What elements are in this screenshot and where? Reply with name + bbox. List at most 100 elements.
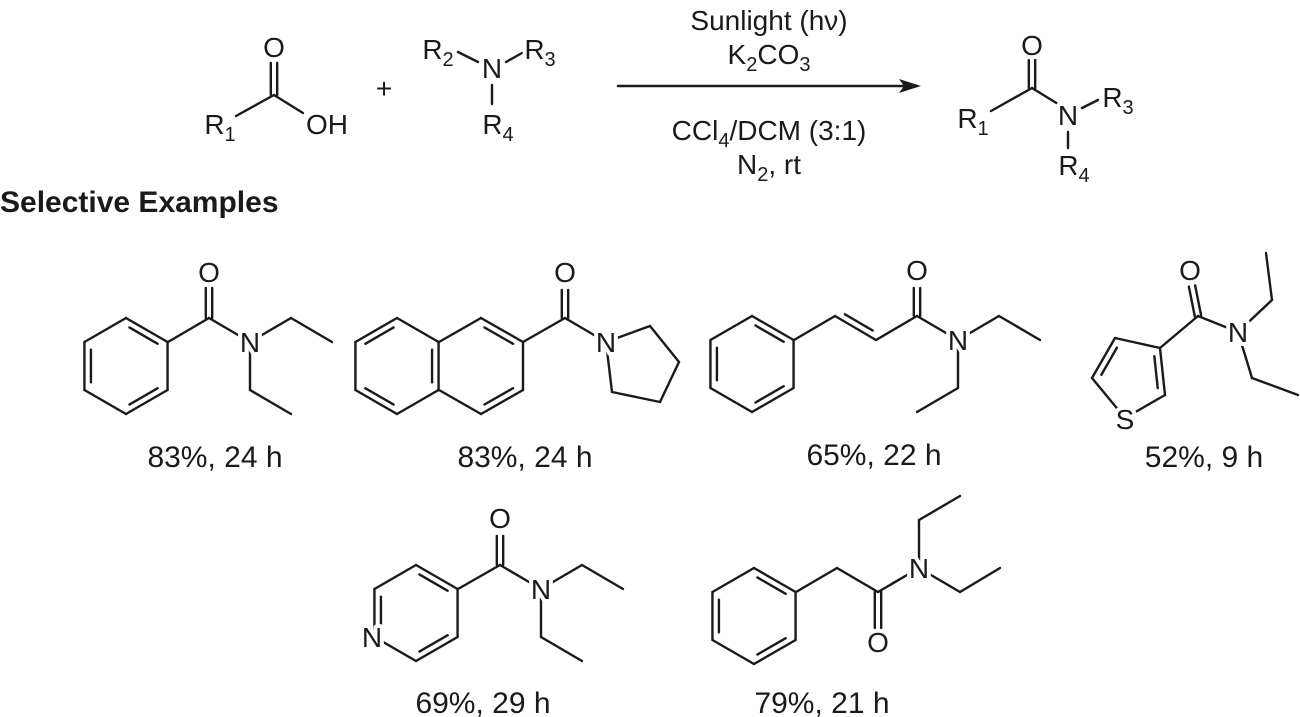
oxygen-label: O [554,257,576,288]
bond [915,314,960,342]
bond [124,316,169,344]
oxygen-label: O [867,627,889,658]
bond [874,314,919,342]
bond [248,316,293,344]
bond [83,388,128,416]
bond [207,316,252,344]
bond [539,563,584,591]
bond [456,563,502,591]
bond [610,390,662,404]
bond [418,573,449,592]
nitrogen-label: N [948,325,968,356]
bond [1250,376,1300,397]
bond [128,326,159,345]
bond [289,316,334,344]
bond [373,563,418,591]
bond [754,324,785,343]
example-naphthyl-pyrrolidinyl-methanone: O N 83%, 24 h [457,253,620,474]
bond [750,314,795,342]
r3-label: R3 [1102,82,1133,119]
example-diethylcinnamamide: O N 65%, 22 h [806,251,972,472]
nitrogen-label: N [1058,100,1078,131]
bond [997,314,1042,342]
bond [456,50,480,64]
yield-label: 79%, 21 h [754,687,889,717]
bond [395,316,440,344]
condition-solvent: CCl4/DCM (3:1) [672,115,867,152]
bond [711,638,756,666]
product-amide: R1 O N R3 R4 [953,26,1137,191]
bond [504,51,524,64]
bond [437,316,483,344]
bond [915,386,960,414]
bond [483,326,515,346]
nitrogen-label: N [596,327,616,358]
bond [354,316,399,344]
nitrogen-label: N [240,327,260,358]
nitrogen-label: N [909,553,929,584]
bond [418,634,449,653]
example-diethylthiophenecarboxamide: O N S 52%, 9 h [1112,251,1264,474]
pyridine-nitrogen-label: N [362,622,382,653]
reaction-arrow [616,79,921,93]
oxygen-label: O [489,503,511,534]
nitrogen-label: N [531,574,551,605]
nitrogen-label: N [1228,317,1248,348]
bond [364,387,395,406]
bond [272,93,305,115]
nitrogen-label: N [482,53,502,84]
bond [1080,98,1100,110]
bond [395,388,440,416]
bond [1100,346,1119,377]
bond [658,360,681,404]
bond [756,576,787,595]
bond [1158,314,1200,350]
bond [709,314,754,342]
bond [166,316,211,344]
bond [1153,355,1159,390]
example-diethylbenzamide: O N 83%, 24 h [147,253,282,474]
oxygen-label: O [198,257,220,288]
r1-label: R1 [204,109,235,146]
bond [414,563,459,591]
bond [956,314,1001,342]
bond [792,314,837,342]
r1-label: R1 [957,103,988,140]
bond [709,386,754,414]
bond [833,314,878,342]
bond [479,388,525,416]
bond [989,86,1034,113]
bond [604,340,614,394]
bond [917,566,962,594]
bond [124,388,169,416]
bond [1196,314,1240,334]
oxygen-label: O [906,255,928,286]
bond [711,566,756,594]
bond [754,385,785,404]
bond [128,387,159,406]
bond [750,386,795,414]
bond [1187,285,1197,318]
condition-light: Sunlight (hν) [690,5,847,36]
yield-label: 52%, 9 h [1145,441,1263,474]
bond [876,566,921,594]
hydroxyl-label: OH [306,109,348,140]
yield-label: 65%, 22 h [806,439,941,472]
bond [483,386,515,406]
bond [498,563,543,591]
sulfur-label: S [1116,404,1135,435]
bond [248,388,293,416]
arrow-head-icon [899,79,921,93]
bond [752,566,797,594]
bond [1030,86,1060,106]
bond [1236,298,1274,334]
bond [354,388,399,416]
plus-sign: + [376,73,392,104]
bond [843,313,874,332]
r4-label: R4 [1058,150,1089,187]
bond [835,566,880,594]
bond [1090,376,1127,420]
r4-label: R4 [482,109,513,146]
bond [414,635,459,663]
